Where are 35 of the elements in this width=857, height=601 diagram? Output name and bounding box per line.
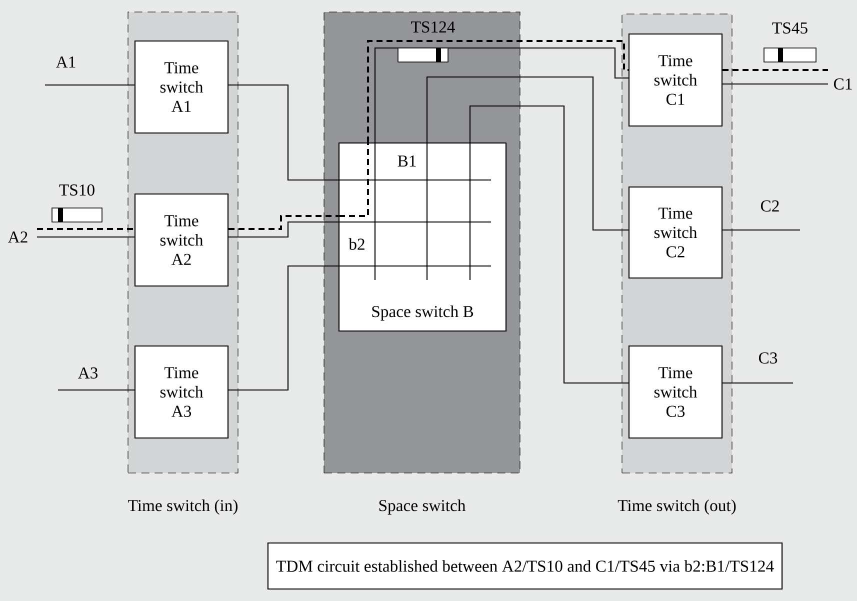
connector-line bbox=[228, 215, 338, 230]
time-switch-box: Time switch C2 bbox=[628, 186, 723, 279]
connector-line bbox=[58, 389, 134, 391]
time-switch-box: Time switch A3 bbox=[134, 345, 229, 439]
time-slot-label: TS124 bbox=[411, 21, 455, 33]
time-slot-label: TS10 bbox=[59, 184, 94, 196]
line-label: C3 bbox=[756, 351, 780, 365]
line-label: A3 bbox=[76, 366, 100, 380]
time-switch-box: Time switch A2 bbox=[134, 193, 229, 287]
column-heading: Space switch bbox=[379, 499, 466, 515]
connector-line bbox=[37, 228, 134, 230]
line-label: A2 bbox=[6, 230, 30, 244]
line-label: A1 bbox=[54, 55, 78, 69]
time-slot-label: TS45 bbox=[772, 22, 808, 34]
connector-line bbox=[426, 76, 628, 231]
connector-line bbox=[722, 83, 828, 85]
connector-line bbox=[469, 105, 628, 384]
caption-box: TDM circuit established between A2/TS10 and C1/TS45 via b2:B1/TS124 bbox=[267, 542, 783, 590]
connector-line bbox=[37, 236, 134, 238]
line-label: C1 bbox=[832, 77, 854, 91]
crosspoint-label: B1 bbox=[398, 155, 416, 167]
time-switch-box: Time switch C3 bbox=[628, 345, 723, 439]
connector-line bbox=[722, 382, 793, 384]
crosspoint-label: b2 bbox=[348, 238, 364, 250]
line-label: C2 bbox=[758, 199, 782, 213]
column-heading: Time switch (in) bbox=[128, 499, 238, 515]
connector-line bbox=[722, 229, 800, 231]
connector-line bbox=[228, 265, 338, 391]
time-switch-box: Time switch C1 bbox=[628, 33, 723, 127]
connector-line bbox=[228, 84, 338, 181]
column-heading: Time switch (out) bbox=[618, 499, 736, 515]
connector-line bbox=[45, 84, 134, 86]
connector-line bbox=[722, 69, 828, 71]
time-switch-box: Time switch A1 bbox=[134, 40, 229, 134]
connector-line bbox=[228, 221, 338, 238]
